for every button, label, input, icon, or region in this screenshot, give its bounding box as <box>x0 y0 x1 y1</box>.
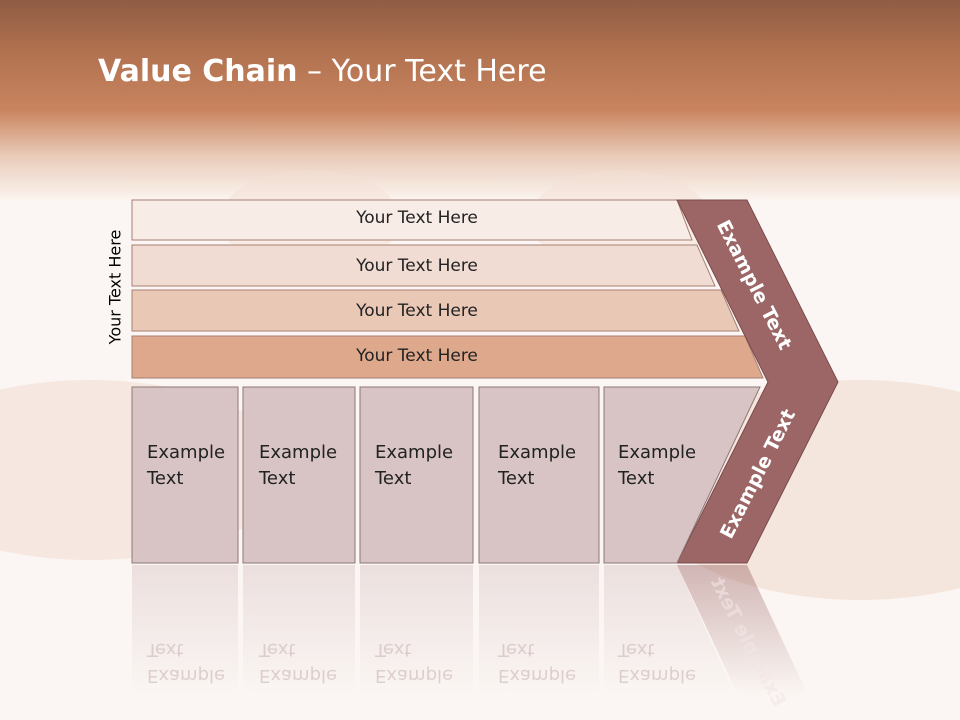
row-2-bar <box>131 244 716 287</box>
box-1-reflection <box>132 565 238 695</box>
box-3-text-reflection: Example Text <box>375 636 453 688</box>
box-2-line1: Example <box>259 442 338 463</box>
box-1-line1: Example <box>147 442 226 463</box>
box-4-text-reflection: Example Text <box>498 636 576 688</box>
box-1-reflection-line1: Example <box>147 665 226 686</box>
box-3 <box>359 386 474 564</box>
box-5 <box>603 386 761 564</box>
box-5-line1: Example <box>618 442 697 463</box>
box-5-reflection-line1: Example <box>618 665 697 686</box>
box-2-reflection-line1: Example <box>259 665 338 686</box>
box-4 <box>478 386 600 564</box>
box-3-line2: Text <box>375 468 412 489</box>
box-4-reflection-line2: Text <box>498 639 535 660</box>
box-2-text: Example Text <box>259 440 337 492</box>
row-1-bar <box>131 199 693 241</box>
box-1-reflection-line2: Text <box>147 639 184 660</box>
box-2-text-reflection: Example Text <box>259 636 337 688</box>
title-rest: – Your Text Here <box>297 54 547 89</box>
box-4-reflection <box>479 565 599 695</box>
box-3-line1: Example <box>375 442 454 463</box>
box-4-line1: Example <box>498 442 577 463</box>
box-5-reflection <box>604 565 735 695</box>
box-1-line2: Text <box>147 468 184 489</box>
box-2 <box>242 386 356 564</box>
box-3-text: Example Text <box>375 440 453 492</box>
title-bold: Value Chain <box>98 54 298 89</box>
arrow-reflection <box>677 565 808 695</box>
row-1-label: Your Text Here <box>356 208 478 228</box>
box-1-text-reflection: Example Text <box>147 636 225 688</box>
box-1 <box>131 386 239 564</box>
box-2-reflection <box>243 565 355 695</box>
box-2-line2: Text <box>259 468 296 489</box>
row-2-label: Your Text Here <box>356 256 478 276</box>
slide-title: Value Chain – Your Text Here <box>98 54 547 89</box>
box-5-text-reflection: Example Text <box>618 636 696 688</box>
row-3-bar <box>131 289 740 332</box>
row-3-label: Your Text Here <box>356 301 478 321</box>
box-3-reflection-line2: Text <box>375 639 412 660</box>
box-3-reflection-line1: Example <box>375 665 454 686</box>
box-4-line2: Text <box>498 468 535 489</box>
header-band <box>0 0 960 200</box>
box-1-text: Example Text <box>147 440 225 492</box>
box-4-reflection-line1: Example <box>498 665 577 686</box>
box-5-reflection-line2: Text <box>618 639 655 660</box>
box-5-text: Example Text <box>618 440 696 492</box>
row-4-bar <box>131 335 764 379</box>
chevron-arrow <box>676 199 839 564</box>
row-4-label: Your Text Here <box>356 346 478 366</box>
box-4-text: Example Text <box>498 440 576 492</box>
box-3-reflection <box>360 565 473 695</box>
box-5-line2: Text <box>618 468 655 489</box>
box-2-reflection-line2: Text <box>259 639 296 660</box>
